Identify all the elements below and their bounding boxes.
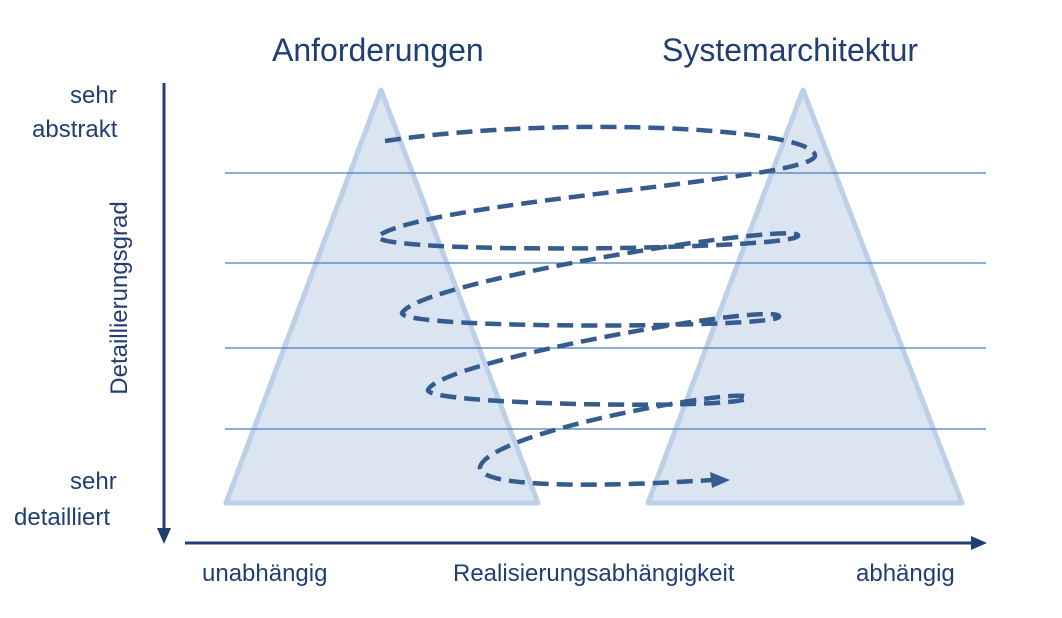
x-axis-label: Realisierungsabhängigkeit [453,560,735,587]
y-axis-arrowhead [157,528,171,544]
x-left-label: unabhängig [202,560,328,587]
x-right-label: abhängig [856,560,955,587]
y-axis-label: Detaillierungsgrad [106,201,133,395]
y-bottom-label-2: detailliert [14,504,111,531]
y-top-label-2: abstrakt [32,116,118,143]
twin-peaks-spiral [375,124,818,487]
title-architecture: Systemarchitektur [662,32,919,68]
architecture-triangle [645,87,965,506]
y-top-label-1: sehr [70,82,117,109]
requirements-triangle [223,87,541,506]
title-requirements: Anforderungen [272,32,484,68]
spiral-arrowhead [710,472,730,488]
y-bottom-label-1: sehr [70,468,117,495]
x-axis-arrowhead [971,536,987,550]
